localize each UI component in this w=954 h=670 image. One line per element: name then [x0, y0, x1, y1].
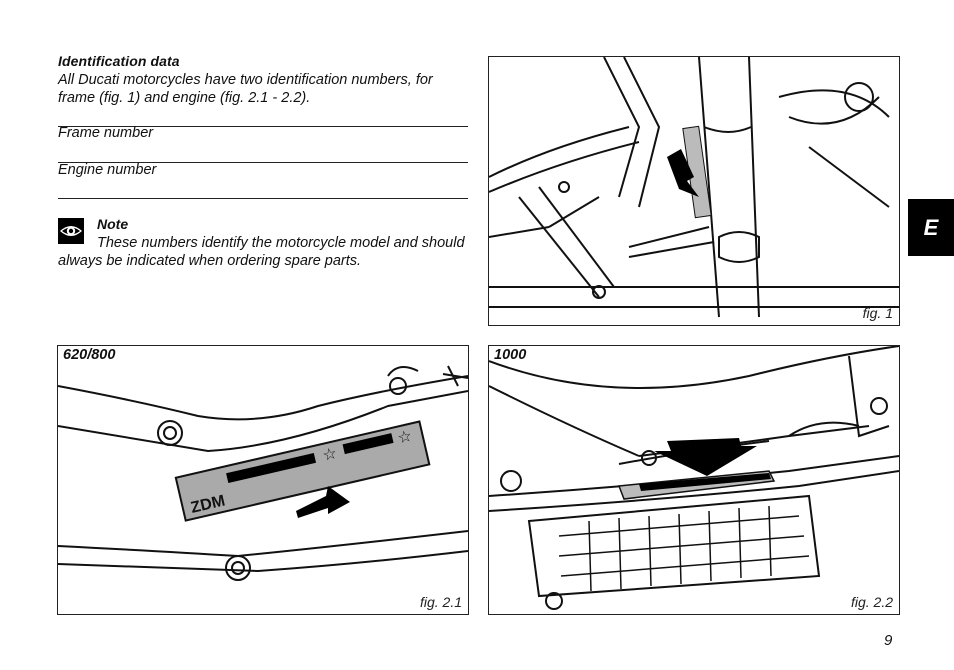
fig22-title: 1000: [494, 347, 527, 363]
engine-number-rule-bottom: [58, 198, 468, 199]
figure-2-2: 1000 fig. 2.2: [488, 345, 900, 615]
eye-icon: [58, 218, 84, 244]
language-tab: E: [908, 199, 954, 256]
fig21-illustration: ☆ ☆ ZDM: [58, 365, 468, 581]
figure-1: fig. 1: [488, 56, 900, 326]
note-text: These numbers identify the motorcycle mo…: [58, 235, 465, 269]
fig1-illustration: [489, 57, 899, 318]
svg-text:☆: ☆: [320, 443, 338, 465]
fig22-caption: fig. 2.2: [850, 594, 893, 610]
fig1-caption: fig. 1: [862, 305, 893, 321]
note-title: Note: [97, 216, 129, 232]
frame-number-label: Frame number: [58, 125, 154, 141]
fig22-illustration: [489, 346, 899, 610]
intro-text: All Ducati motorcycles have two identifi…: [58, 72, 433, 106]
svg-text:☆: ☆: [395, 426, 413, 448]
frame-number-rule-bottom: [58, 162, 468, 163]
fig21-title: 620/800: [63, 347, 116, 363]
frame-number-rule-top: [58, 126, 468, 127]
section-title: Identification data: [58, 53, 180, 69]
engine-number-label: Engine number: [58, 162, 157, 178]
fig21-caption: fig. 2.1: [419, 594, 462, 610]
page-number: 9: [884, 632, 893, 649]
figure-2-1: ☆ ☆ ZDM 620/800 fig. 2.1: [57, 345, 469, 615]
